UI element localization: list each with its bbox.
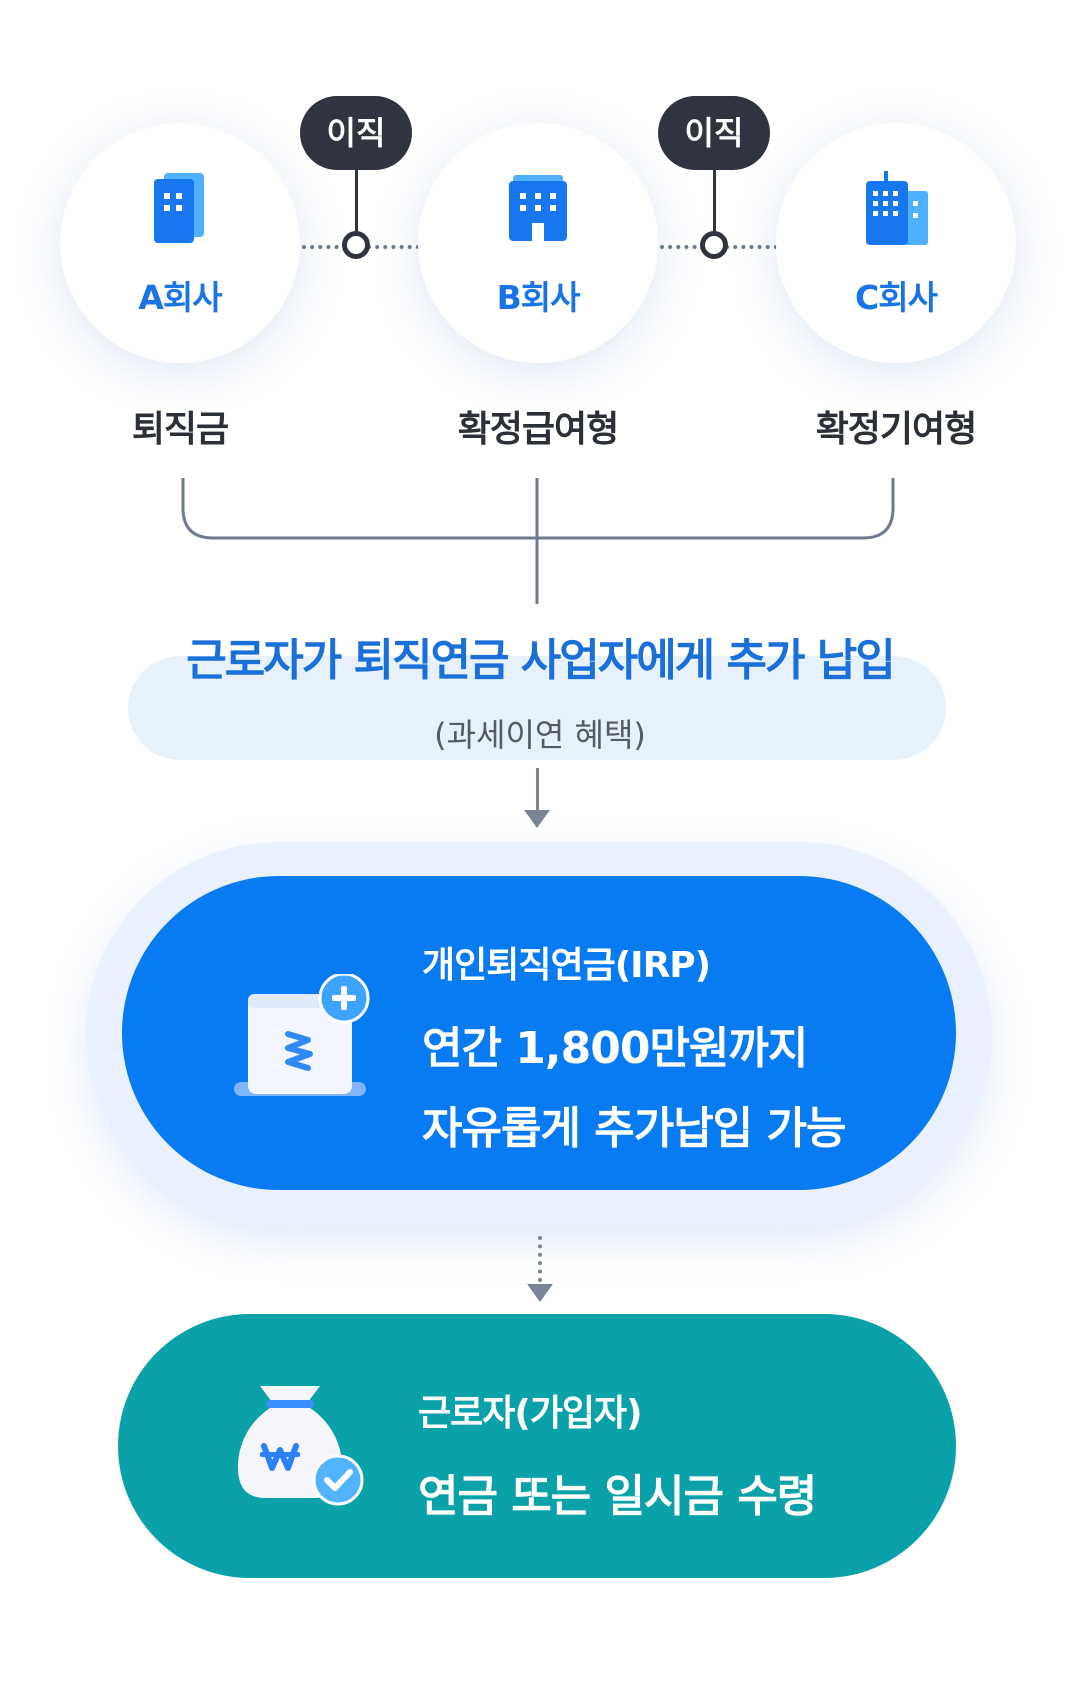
irp-line-1: 연간 1,800만원까지 (422, 1023, 808, 1074)
company-b-name: B회사 (496, 278, 581, 317)
company-b: B회사 (418, 123, 658, 363)
arrow-dotted-line (538, 1236, 542, 1282)
irp-card: 개인퇴직연금(IRP) 연간 1,800만원까지 자유롭게 추가납입 가능 (122, 876, 956, 1190)
irp-line-2: 자유롭게 추가납입 가능 (422, 1103, 846, 1154)
building-icon (154, 173, 204, 243)
benefit-subtitle: (과세이연 혜택) (434, 716, 646, 754)
transfer-stem-2 (713, 166, 716, 236)
transfer-knot-1 (342, 231, 370, 259)
worker-card: 근로자(가입자) 연금 또는 일시금 수령 (118, 1314, 956, 1578)
worker-line-1: 연금 또는 일시금 수령 (418, 1471, 817, 1522)
plan-defined-contribution: 확정기여형 (815, 409, 978, 450)
building-icon (866, 171, 928, 245)
arrow-down-line (536, 768, 539, 814)
company-c: C회사 (776, 123, 1016, 363)
company-a: A회사 (60, 123, 300, 363)
transfer-tag-1: 이직 (300, 96, 412, 170)
transfer-knot-2 (700, 231, 728, 259)
benefit-title: 근로자가 퇴직연금 사업자에게 추가 납입 (186, 635, 895, 686)
company-c-name: C회사 (855, 278, 938, 317)
irp-title: 개인퇴직연금(IRP) (422, 945, 711, 986)
transfer-tag-2: 이직 (658, 96, 770, 170)
worker-title: 근로자(가입자) (418, 1393, 643, 1434)
arrow-down-icon (524, 810, 550, 828)
bracket-connector (181, 478, 895, 604)
building-icon (509, 175, 567, 241)
benefit-box (128, 656, 946, 760)
plan-severance: 퇴직금 (131, 409, 229, 450)
money-bag-icon (237, 1386, 364, 1506)
plan-defined-benefit: 확정급여형 (457, 409, 620, 450)
company-a-name: A회사 (138, 278, 222, 317)
pension-document-icon (234, 974, 370, 1096)
arrow-down-icon (527, 1284, 553, 1302)
transfer-stem-1 (355, 166, 358, 236)
